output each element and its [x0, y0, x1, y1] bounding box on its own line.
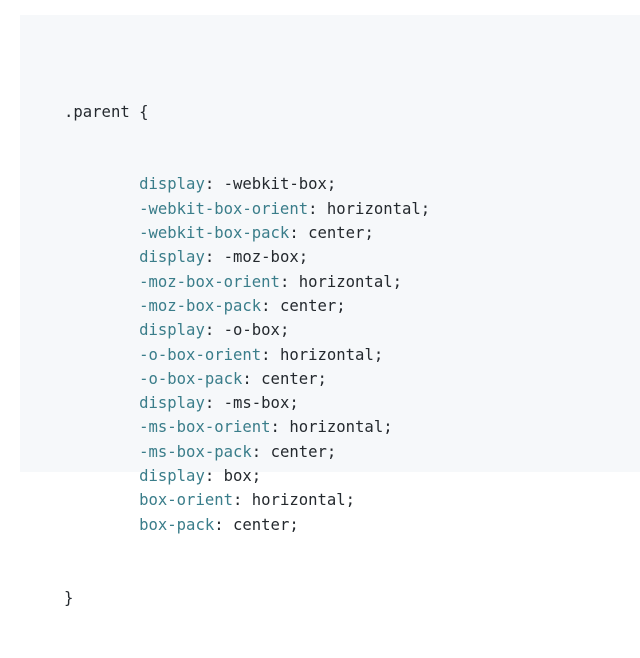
- property-value: -o-box: [223, 321, 280, 340]
- declaration-line: -ms-box-pack: center;: [139, 442, 337, 461]
- property-value: box: [223, 467, 252, 486]
- css-code: .parent { display: -webkit-box; -webkit-…: [64, 51, 430, 658]
- property-value: -webkit-box: [223, 175, 327, 194]
- property-value: center: [308, 224, 365, 243]
- declaration-line: -ms-box-orient: horizontal;: [139, 418, 393, 437]
- property-name: -moz-box-pack: [139, 296, 262, 315]
- property-value: center: [279, 296, 337, 315]
- declaration-line: -webkit-box-pack: center;: [139, 224, 374, 243]
- property-name: -o-box-pack: [139, 369, 243, 388]
- property-name: display: [139, 467, 205, 486]
- declaration-line: -webkit-box-orient: horizontal;: [139, 199, 431, 218]
- declaration-line: box-pack: center;: [139, 515, 299, 534]
- property-value: center: [261, 369, 318, 388]
- declaration-line: -moz-box-pack: center;: [139, 296, 346, 315]
- property-name: display: [139, 248, 205, 267]
- property-name: -webkit-box-orient: [139, 199, 309, 218]
- property-name: -ms-box-pack: [139, 442, 252, 461]
- property-value: center: [270, 442, 327, 461]
- property-value: horizontal: [279, 345, 374, 364]
- property-value: center: [233, 515, 290, 534]
- property-value: horizontal: [298, 272, 393, 291]
- code-block: .parent { display: -webkit-box; -webkit-…: [20, 15, 640, 607]
- property-name: -moz-box-orient: [139, 272, 280, 291]
- selector-line: .parent {: [64, 102, 149, 121]
- declaration-line: -o-box-orient: horizontal;: [139, 345, 384, 364]
- declaration-line: -o-box-pack: center;: [139, 369, 327, 388]
- declaration-line: display: -ms-box;: [139, 394, 299, 413]
- property-value: horizontal: [289, 418, 384, 437]
- property-name: display: [139, 394, 205, 413]
- declaration-line: display: -moz-box;: [139, 248, 309, 267]
- property-name: -ms-box-orient: [139, 418, 271, 437]
- declarations: display: -webkit-box; -webkit-box-orient…: [64, 172, 430, 536]
- declaration-line: box-orient: horizontal;: [139, 491, 356, 510]
- property-value: -ms-box: [223, 394, 290, 413]
- property-value: -moz-box: [223, 248, 299, 267]
- declaration-line: display: -webkit-box;: [139, 175, 337, 194]
- declaration-line: display: box;: [139, 467, 262, 486]
- property-value: horizontal: [251, 491, 346, 510]
- declaration-line: -moz-box-orient: horizontal;: [139, 272, 402, 291]
- property-name: display: [139, 321, 205, 340]
- closing-brace: }: [64, 588, 74, 607]
- property-name: box-pack: [139, 515, 215, 534]
- declaration-line: display: -o-box;: [139, 321, 290, 340]
- property-name: display: [139, 175, 205, 194]
- property-name: box-orient: [139, 491, 233, 510]
- property-value: horizontal: [326, 199, 421, 218]
- property-name: -o-box-orient: [139, 345, 262, 364]
- property-name: -webkit-box-pack: [139, 224, 290, 243]
